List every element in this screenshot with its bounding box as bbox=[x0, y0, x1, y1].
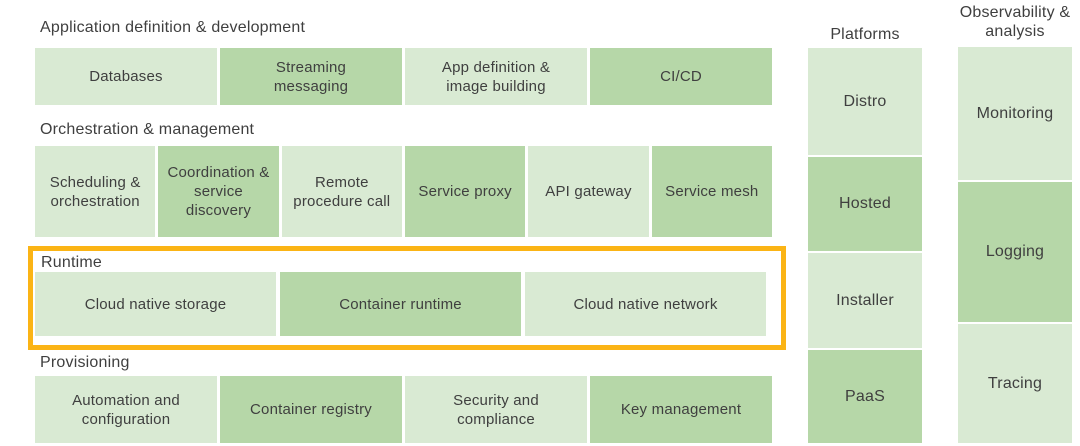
box-label: Automation and configuration bbox=[72, 391, 180, 428]
row-provisioning: Automation and configuration Container r… bbox=[35, 376, 772, 443]
box-label: Service proxy bbox=[418, 183, 512, 200]
box-installer: Installer bbox=[808, 253, 922, 348]
box-paas: PaaS bbox=[808, 350, 922, 443]
box-distro: Distro bbox=[808, 48, 922, 155]
box-cloud-native-network: Cloud native network bbox=[525, 272, 766, 336]
box-key-management: Key management bbox=[590, 376, 772, 443]
box-container-runtime: Container runtime bbox=[280, 272, 521, 336]
box-app-definition-image-building: App definition & image building bbox=[405, 48, 587, 105]
row-orchestration: Scheduling & orchestration Coordination … bbox=[35, 146, 772, 237]
box-label: Databases bbox=[89, 68, 163, 85]
box-label: Logging bbox=[985, 243, 1045, 260]
box-hosted: Hosted bbox=[808, 157, 922, 251]
section-title-runtime: Runtime bbox=[41, 254, 102, 271]
box-remote-procedure-call: Remote procedure call bbox=[281, 146, 402, 237]
box-label: App definition & image building bbox=[441, 58, 551, 95]
box-api-gateway: API gateway bbox=[528, 146, 649, 237]
box-tracing: Tracing bbox=[958, 324, 1072, 443]
box-label: Scheduling & orchestration bbox=[49, 173, 141, 210]
box-label: Monitoring bbox=[976, 104, 1054, 122]
box-cloud-native-storage: Cloud native storage bbox=[35, 272, 276, 336]
box-service-proxy: Service proxy bbox=[404, 146, 526, 237]
box-logging: Logging bbox=[958, 182, 1072, 322]
box-monitoring: Monitoring bbox=[958, 47, 1072, 180]
section-title-provisioning: Provisioning bbox=[40, 354, 130, 371]
box-label: Cloud native storage bbox=[84, 295, 227, 313]
box-ci-cd: CI/CD bbox=[590, 48, 772, 105]
box-label: Security and compliance bbox=[453, 391, 539, 428]
box-scheduling-orchestration: Scheduling & orchestration bbox=[35, 146, 156, 237]
box-label: Container registry bbox=[250, 401, 372, 418]
box-label: Service mesh bbox=[665, 183, 759, 200]
row-runtime: Cloud native storage Container runtime C… bbox=[35, 272, 766, 336]
box-label: Coordination & service discovery bbox=[167, 164, 270, 219]
box-label: Tracing bbox=[987, 374, 1043, 392]
box-service-mesh: Service mesh bbox=[651, 146, 772, 237]
box-label: Hosted bbox=[839, 195, 891, 212]
box-automation-configuration: Automation and configuration bbox=[35, 376, 217, 443]
row-app-definition: Databases Streaming messaging App defini… bbox=[35, 48, 772, 105]
box-streaming-messaging: Streaming messaging bbox=[220, 48, 402, 105]
column-title-platforms: Platforms bbox=[830, 26, 900, 43]
box-container-registry: Container registry bbox=[220, 376, 402, 443]
box-coordination-service-discovery: Coordination & service discovery bbox=[158, 146, 279, 237]
section-title-orchestration: Orchestration & management bbox=[40, 121, 255, 138]
box-label: API gateway bbox=[545, 183, 632, 200]
box-security-compliance: Security and compliance bbox=[405, 376, 587, 443]
box-databases: Databases bbox=[35, 48, 217, 105]
runtime-highlight-outline: Runtime Cloud native storage Container r… bbox=[28, 246, 786, 350]
box-label: Key management bbox=[620, 401, 742, 418]
box-label: Streaming messaging bbox=[273, 58, 349, 95]
box-label: Remote procedure call bbox=[293, 173, 391, 210]
column-title-observability: Observability & analysis bbox=[959, 4, 1071, 40]
section-title-app-definition: Application definition & development bbox=[40, 19, 306, 36]
box-label: CI/CD bbox=[660, 68, 702, 85]
box-label: PaaS bbox=[845, 387, 885, 405]
box-label: Container runtime bbox=[339, 295, 462, 313]
box-label: Distro bbox=[843, 92, 887, 110]
box-label: Cloud native network bbox=[573, 295, 718, 313]
box-label: Installer bbox=[836, 291, 894, 309]
